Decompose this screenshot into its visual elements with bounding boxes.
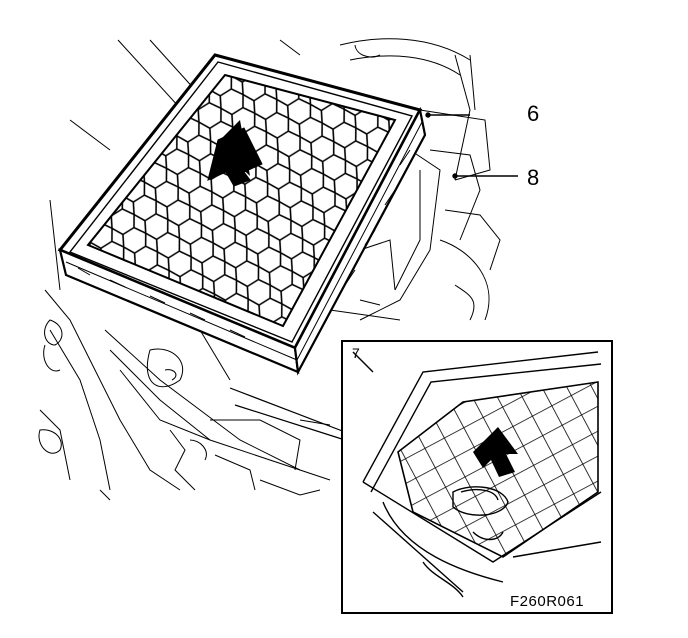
inset-illustration — [352, 351, 602, 598]
inset-callout-lines — [229, 387, 346, 441]
part-label-6: 6 — [527, 101, 540, 126]
part-label-7: 7 — [352, 345, 360, 361]
part-label-8: 8 — [527, 165, 540, 190]
figure-code: F260R061 — [510, 593, 585, 610]
engine-bay-background — [38, 38, 501, 501]
air-filter-element — [57, 53, 427, 376]
leader-lines — [425, 112, 518, 179]
down-arrow-icon — [473, 427, 518, 477]
leader-dot-6 — [425, 112, 431, 118]
leader-dot-8 — [452, 173, 458, 179]
detail-inset-frame — [341, 340, 613, 614]
up-arrow-icon — [207, 120, 263, 187]
